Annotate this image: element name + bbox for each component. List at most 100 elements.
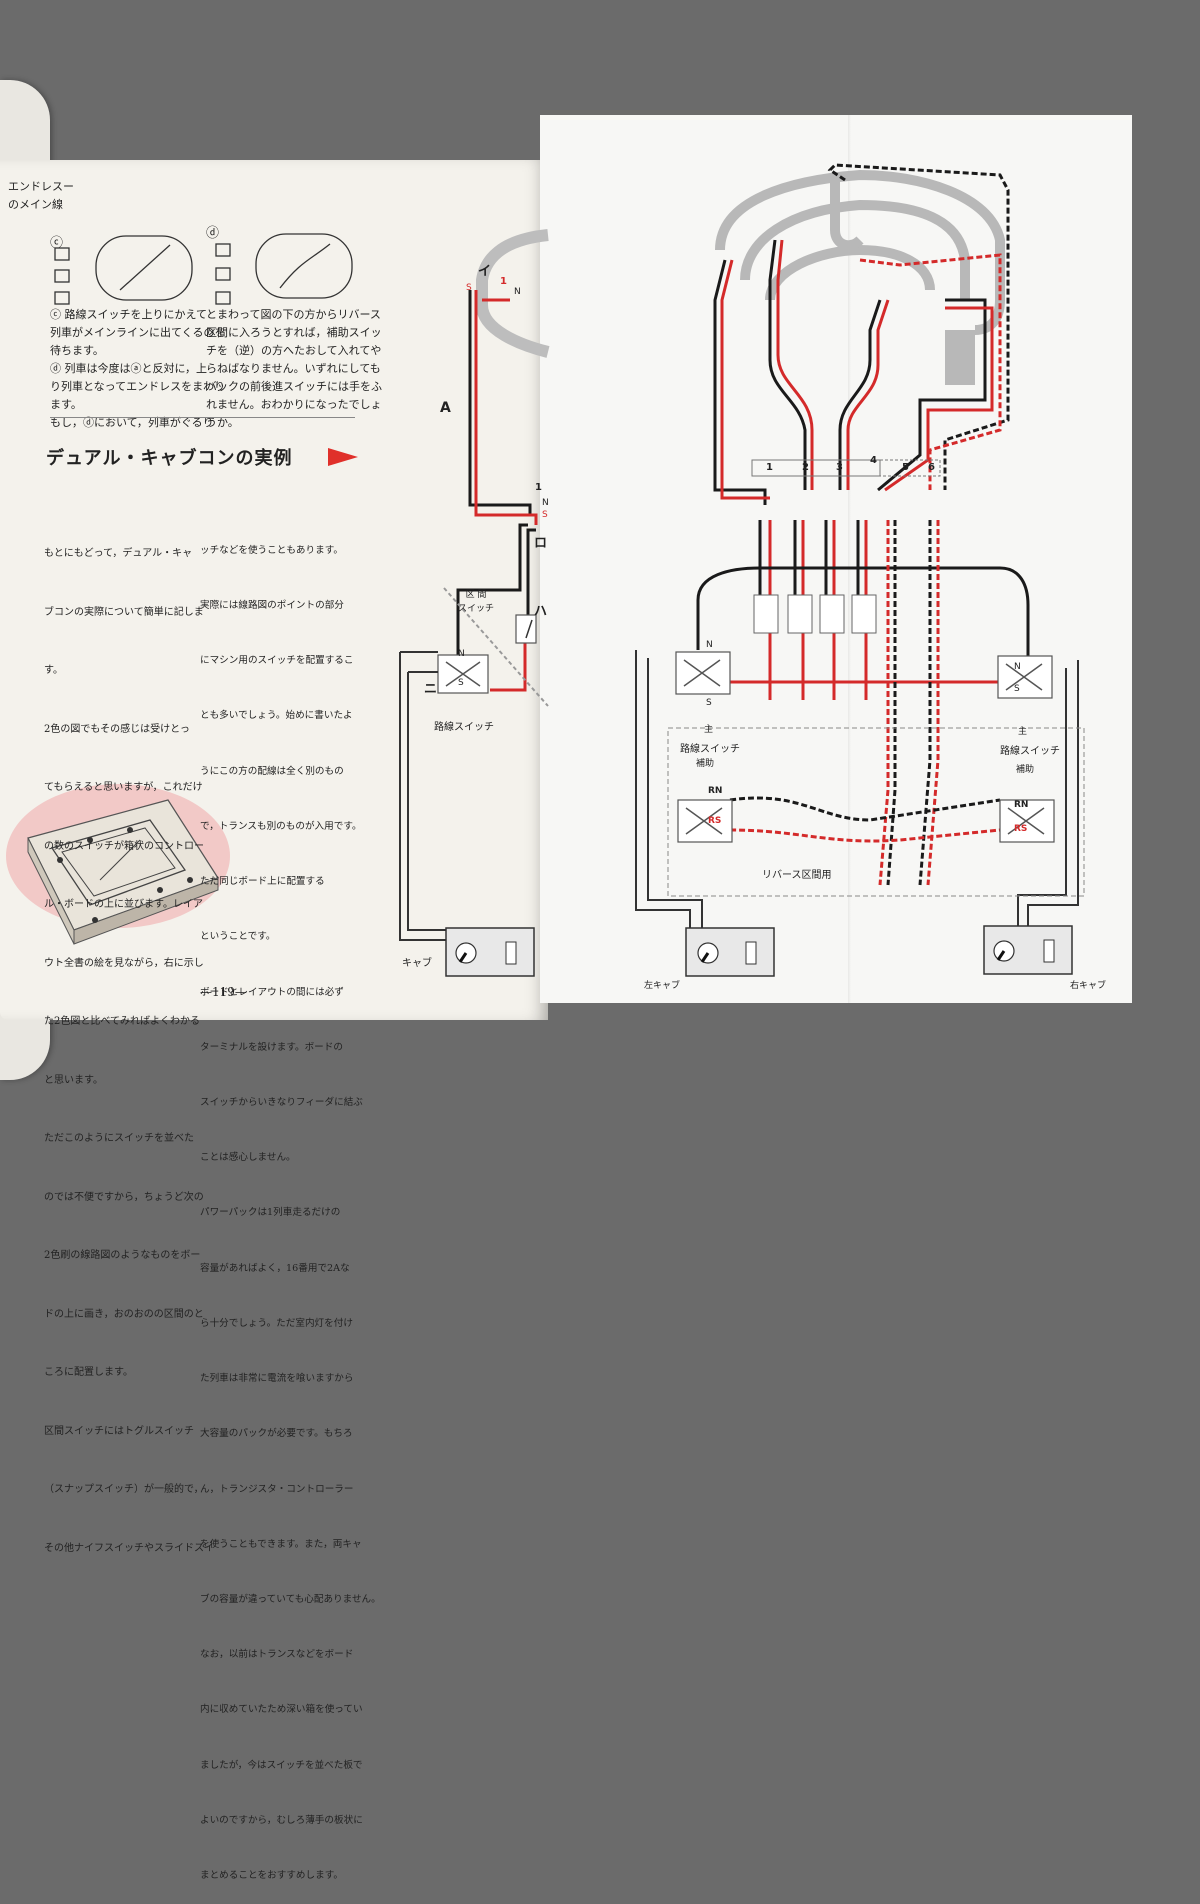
aux-label-left: 補助 [696, 759, 715, 769]
text-line: ということです。 [200, 931, 276, 943]
text-line: ましたが，今はスイッチを並べた板で [200, 1759, 363, 1771]
text-line: ブコンの実際について簡単に記しま [44, 606, 204, 618]
section-switch-row [751, 459, 941, 634]
section-number-2: 2 [802, 462, 809, 473]
text-line: ころに配置します。 [44, 1367, 133, 1378]
section-number-5: 5 [902, 462, 909, 473]
text-line: 大容量のパックが必要です。もちろ [200, 1428, 353, 1440]
label-rs-left: RS [708, 816, 722, 826]
text-line: にマシン用のスイッチを配置するこ [200, 655, 354, 667]
upper-text-col1: ⓒ 路線スイッチを上りにかえて 列車がメインラインに出てくるのを 待ちます。 ⓓ… [50, 306, 225, 432]
text-line: た列車は非常に電流を喰いますから [200, 1373, 354, 1385]
cab-label: キャブ [402, 958, 432, 969]
label-n-mid: N [542, 498, 549, 508]
text-line: ら十分でしょう。ただ室内灯を付け [200, 1317, 353, 1329]
text-line: り列車となってエンドレスをまわり [50, 380, 226, 393]
label-one-top: 1 [500, 276, 507, 287]
label-ni: ニ [424, 682, 438, 697]
text-line: チを（逆）の方へたおして入れてや [206, 344, 382, 357]
route-switch-right-main [997, 655, 1053, 699]
illustration-layer [6, 163, 1085, 977]
upper-text-col2: とまわって図の下の方からリバース 区間に入ろうとすれば，補助スイッ チを（逆）の… [206, 306, 382, 432]
label-n-top: N [514, 287, 521, 297]
mini-track-d [215, 233, 353, 305]
left-cab-box [685, 927, 775, 977]
text-line: ⓓ 列車は今度はⓐと反対に，上 [50, 362, 207, 375]
text-line: うか。 [206, 416, 239, 429]
main-label-right: 主 [1018, 727, 1028, 737]
page-number: —119— [200, 985, 247, 999]
route-switch-label-right-right: 路線スイッチ [1000, 746, 1060, 757]
mini-track-c [54, 235, 193, 305]
left-cab-label: 左キャブ [644, 981, 681, 991]
section-number-1: 1 [766, 462, 773, 473]
text-line: と思います。 [44, 1074, 103, 1086]
text-line: 列車がメインラインに出てくるのを [50, 326, 226, 339]
right-cab-label: 右キャブ [1070, 981, 1107, 991]
text-line: なお，以前はトランスなどをボード [200, 1649, 354, 1661]
label-n-right-main: N [1014, 662, 1021, 672]
right-wiring [635, 163, 1079, 930]
fragment-line1: エンドレスー [8, 180, 74, 193]
text-line: で，トランスも別のものが入用です。 [200, 820, 362, 832]
text-line: よいのですから，むしろ薄手の板状に [200, 1814, 363, 1826]
text-line: らねばなりません。いずれにしても [206, 362, 381, 375]
text-line: とも多いでしょう。始めに書いたよ [200, 710, 353, 722]
label-ro: ロ [534, 536, 548, 551]
label-s-bottom: S [458, 678, 464, 688]
text-line: ル・ボードの上に並びます。レイア [44, 899, 203, 910]
page-fold [848, 115, 851, 1003]
section-number-4: 4 [870, 455, 877, 466]
text-line: もとにもどって，デュアル・キャ [44, 548, 193, 559]
route-switch-right-aux [999, 799, 1055, 843]
text-line: とまわって図の下の方からリバース [206, 308, 381, 321]
label-s-mid: S [542, 510, 548, 520]
panel-d-label: ⓓ [206, 226, 220, 241]
route-switch-label-right-left: 路線スイッチ [680, 744, 740, 755]
label-n-left-main: N [706, 640, 713, 650]
text-line: ブの容量が違っていても心配ありません。 [200, 1593, 381, 1605]
text-line: 容量があればよく，16番用で2Aな [200, 1262, 350, 1274]
right-foldout-page [540, 115, 1132, 1003]
text-line: のでは不便ですから，ちょうど次の [44, 1191, 204, 1203]
section-switch-label: 区 間 スイッチ [458, 588, 494, 616]
label-rn-left: RN [708, 786, 723, 796]
label-s-right-main: S [1014, 684, 1020, 694]
text-line: 実際には線路図のポイントの部分 [200, 600, 344, 612]
label-a: A [440, 400, 451, 416]
label-line: 区 間 [465, 590, 487, 600]
section-divider [50, 417, 355, 418]
text-line: ことは感心しません。 [200, 1152, 296, 1164]
label-rs-right: RS [1014, 824, 1028, 834]
text-line: ウト全書の絵を見ながら，右に示し [44, 957, 204, 969]
reverse-section-box [667, 727, 1085, 897]
main-label-left: 主 [704, 725, 714, 735]
text-line: ドの上に画き，おのおのの区間のと [44, 1308, 204, 1320]
text-line: ます。 [50, 398, 82, 411]
section-heading: デュアル・キャブコンの実例 [46, 448, 293, 469]
label-line: スイッチ [458, 604, 495, 614]
label-n-bottom: N [458, 649, 465, 659]
text-line: （スナップスイッチ）が一般的で， [44, 1484, 204, 1495]
label-s-left-main: S [706, 698, 712, 708]
body-col1: もとにもどって，デュアル・キャ ブコンの実際について簡単に記しま す。 2色の図… [44, 505, 214, 1578]
label-one-mid: 1 [535, 482, 542, 493]
text-line: まとめることをおすすめします。 [200, 1870, 343, 1882]
heading-arrow-icon [328, 448, 358, 466]
label-ha: ハ [534, 604, 548, 619]
text-line: ターミナルを設けます。ボードの [200, 1041, 343, 1053]
control-board-illustration [27, 799, 219, 945]
text-line: す。 [44, 665, 63, 676]
track-layout-gray [715, 169, 1005, 385]
section-number-3: 3 [836, 462, 843, 473]
text-line: その他ナイフスイッチやスライドスイ [44, 1542, 214, 1554]
label-rn-right: RN [1014, 800, 1029, 810]
text-line: ん，トランジスタ・コントローラー [200, 1483, 354, 1495]
text-line: ボードとレイアウトの間には必ず [200, 986, 344, 998]
left-wiring-diagram [399, 229, 550, 977]
section-number-6: 6 [928, 462, 935, 473]
right-cab-box [983, 925, 1073, 975]
text-line: ただこのようにスイッチを並べた [44, 1133, 194, 1144]
text-line: パワーパックは1列車走るだけの [200, 1207, 341, 1219]
text-line: 内に収めていたため深い箱を使ってい [200, 1704, 363, 1716]
